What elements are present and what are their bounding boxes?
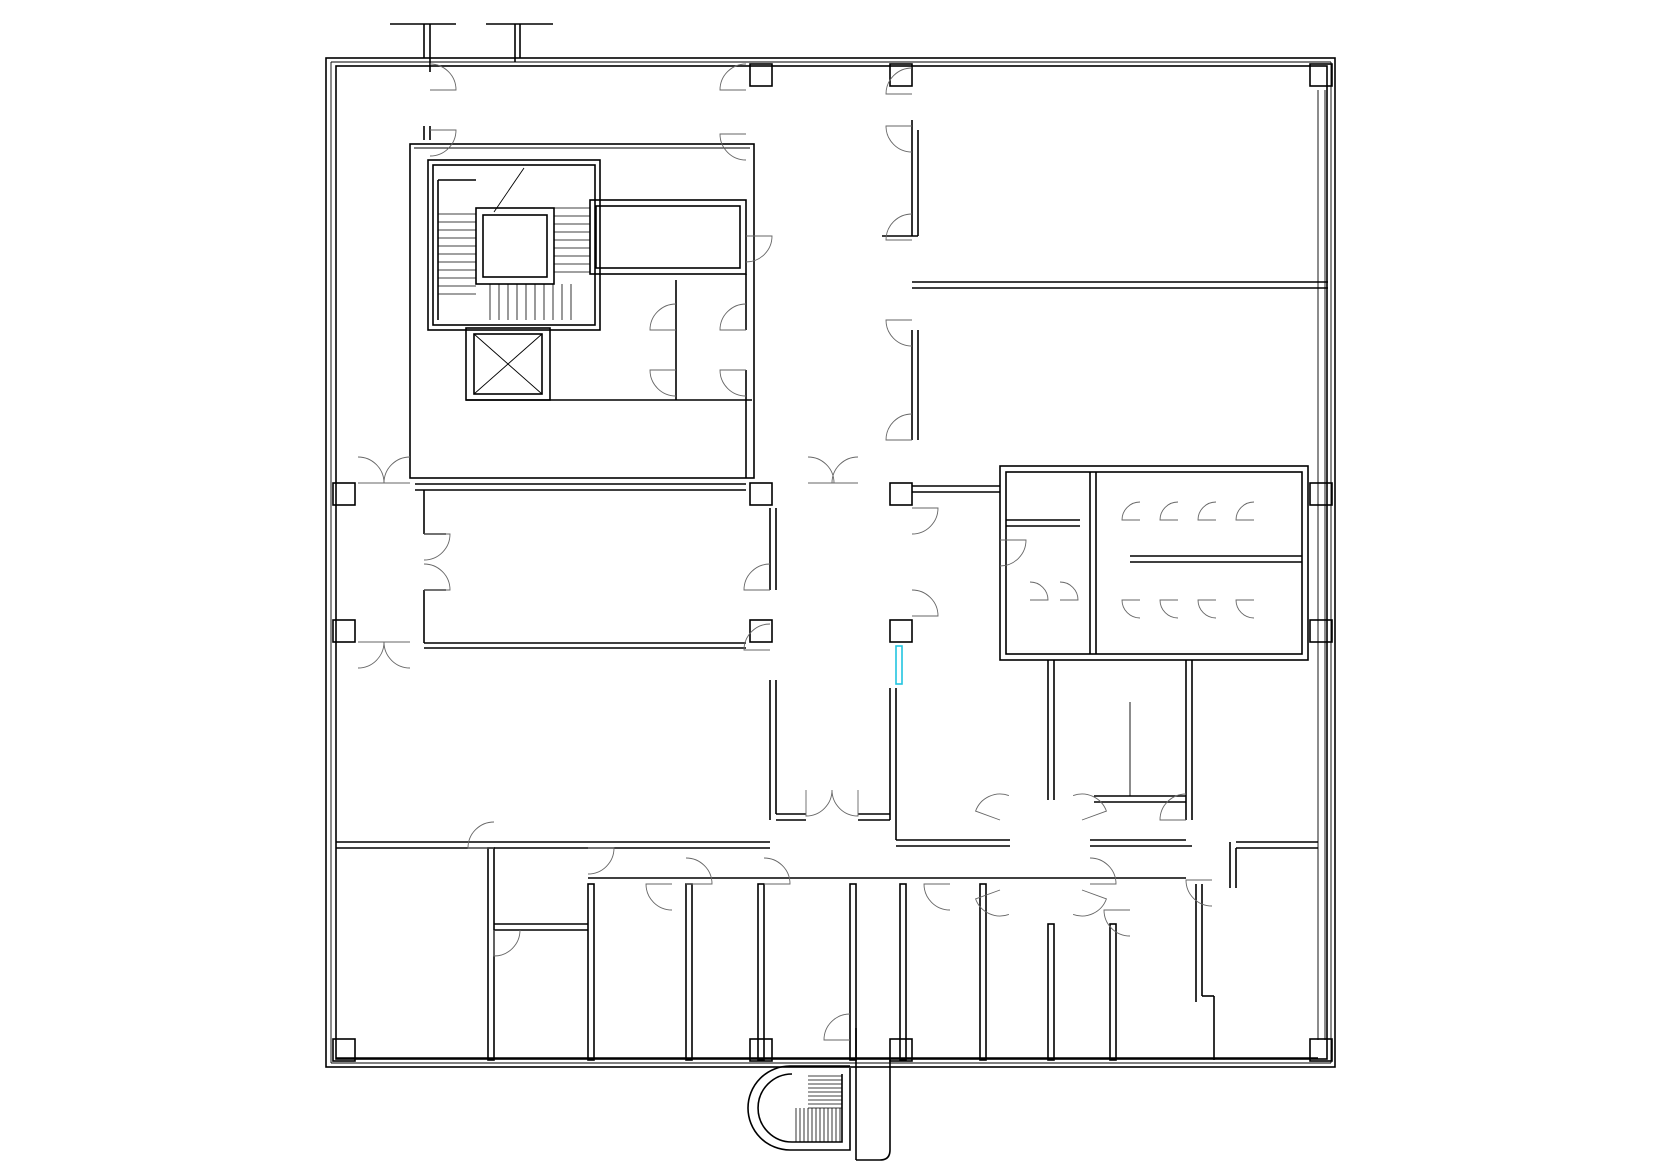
highlighted-wall-segment [895, 645, 903, 685]
door-swing [885, 67, 913, 95]
door-swing [923, 883, 951, 911]
service-core [409, 143, 755, 479]
door-swing [974, 793, 1010, 821]
door-swing [1235, 501, 1255, 521]
door-swing [911, 589, 939, 617]
door-swing [885, 413, 913, 441]
door-swing [1072, 793, 1108, 821]
door-swing [1159, 599, 1179, 619]
door-swing [685, 857, 713, 885]
door-swing [1159, 793, 1187, 821]
door-swing [999, 539, 1027, 567]
south-stair-treads [795, 1075, 842, 1142]
door-swing [649, 303, 677, 331]
door-swing [383, 456, 411, 484]
door-swing [1197, 501, 1217, 521]
door-swing [1235, 599, 1255, 619]
door-swing [805, 789, 833, 817]
exterior-wall [325, 57, 1336, 1068]
door-swing [1159, 501, 1179, 521]
door-swing [423, 533, 451, 561]
door-swing [1185, 879, 1213, 907]
door-swing [974, 889, 1010, 917]
door-swing [831, 456, 859, 484]
door-swing [1121, 501, 1141, 521]
door-swing [743, 563, 771, 591]
door-swing [587, 847, 615, 875]
door-swing [357, 641, 385, 669]
door-swing [649, 369, 677, 397]
door-swing [807, 456, 835, 484]
door-swing [1072, 889, 1108, 917]
door-swing [645, 883, 673, 911]
door-swing [1121, 599, 1141, 619]
door-swing [743, 623, 771, 651]
door-swing [885, 125, 913, 153]
interior-walls [336, 120, 1328, 1061]
door-swing [467, 821, 495, 849]
south-spiral-stair [747, 1028, 891, 1161]
door-swing [831, 789, 859, 817]
door-swing [423, 563, 451, 591]
door-swing [745, 235, 773, 263]
door-swing [719, 63, 747, 91]
core-stair-treads [438, 207, 590, 320]
door-swing [1197, 599, 1217, 619]
door-swing [493, 929, 521, 957]
structural-columns [332, 63, 1333, 1062]
door-swing [763, 857, 791, 885]
door-swing [429, 63, 457, 91]
door-swing [719, 133, 747, 161]
door-swing [1029, 581, 1049, 601]
door-swing [719, 369, 747, 397]
door-swing [1089, 857, 1117, 885]
door-swing [885, 213, 913, 241]
door-swing [429, 129, 457, 157]
door-swing [885, 319, 913, 347]
door-swings [357, 63, 1255, 1041]
door-swing [357, 456, 385, 484]
door-swing [823, 1013, 851, 1041]
door-swing [1059, 581, 1079, 601]
door-swing [1103, 909, 1131, 937]
door-swing [719, 303, 747, 331]
north-entrance [390, 23, 553, 140]
door-swing [383, 641, 411, 669]
door-swing [911, 507, 939, 535]
